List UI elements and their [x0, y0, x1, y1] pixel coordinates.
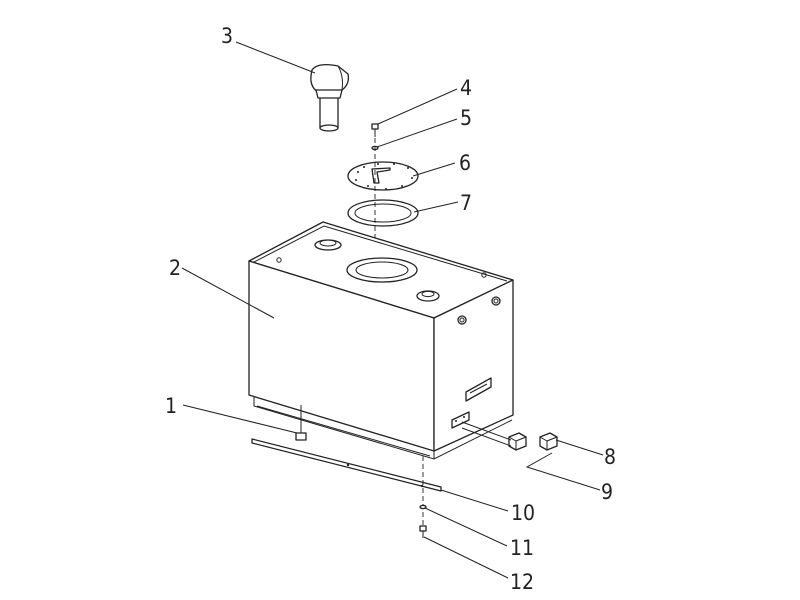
callout-4: 4 — [460, 76, 472, 100]
filler-cap-part — [310, 64, 350, 132]
strap-washer-part — [419, 504, 427, 510]
fitting-part-8 — [539, 432, 558, 451]
callout-10: 10 — [511, 501, 535, 525]
tank-body-part — [248, 221, 514, 460]
drain-plug-part — [295, 405, 307, 441]
callout-5: 5 — [460, 106, 472, 130]
fitting-part-9 — [508, 432, 527, 451]
callout-6: 6 — [459, 151, 471, 175]
callout-12: 12 — [510, 570, 534, 594]
callout-9: 9 — [601, 480, 613, 504]
callout-11: 11 — [510, 536, 534, 560]
mounting-strap-part — [251, 438, 442, 492]
callout-labels: 1 2 3 4 5 6 7 8 9 10 11 12 — [165, 24, 616, 594]
cover-screw-part — [371, 123, 379, 137]
callout-2: 2 — [169, 256, 181, 280]
callout-3: 3 — [221, 24, 233, 48]
callout-1: 1 — [165, 394, 177, 418]
leader-lines — [181, 41, 604, 579]
callout-7: 7 — [460, 191, 472, 215]
round-cover-plate-part — [347, 161, 419, 191]
callout-8: 8 — [604, 445, 616, 469]
strap-bolt-part — [419, 525, 427, 538]
gasket-ring-part — [347, 199, 419, 227]
